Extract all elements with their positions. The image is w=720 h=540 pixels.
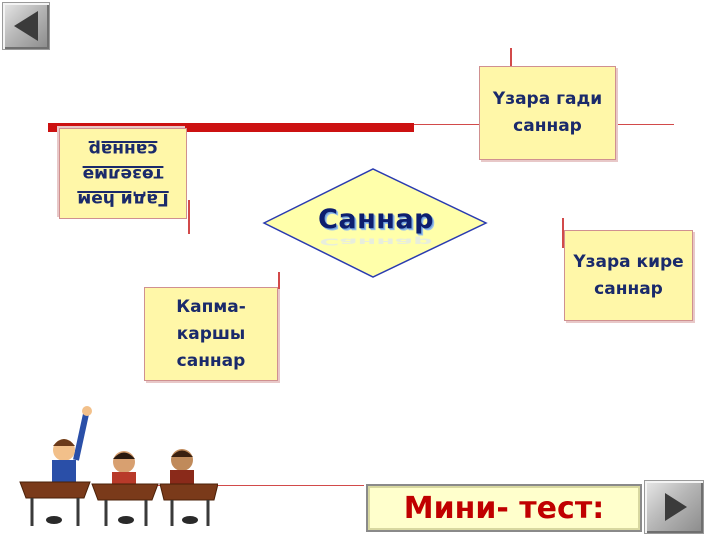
card-label: Үзара кире саннар [573, 251, 684, 299]
card-mutually-inverse-numbers[interactable]: Үзара кире саннар [564, 230, 693, 321]
card-label: Гади һәм төзелмә саннар [77, 139, 169, 209]
back-button[interactable] [2, 2, 50, 50]
mini-test-button[interactable]: Мини- тест: [366, 484, 642, 532]
card-opposite-numbers[interactable]: Капма- каршы саннар [144, 287, 278, 381]
student-sitting [170, 449, 194, 486]
card-mutually-simple-numbers[interactable]: Үзара гади саннар [479, 66, 616, 160]
center-diamond [262, 168, 488, 278]
connector-line [278, 272, 280, 302]
red-divider-bar [48, 123, 414, 132]
card-label: Үзара гади саннар [492, 89, 603, 136]
connector-line [188, 200, 190, 234]
center-title: Саннар [318, 204, 434, 235]
triangle-right-icon [665, 493, 687, 521]
next-button[interactable] [644, 480, 704, 534]
triangle-left-icon [14, 11, 38, 41]
card-simple-and-compound-numbers[interactable]: Гади һәм төзелмә саннар [59, 128, 187, 219]
mini-test-label: Мини- тест: [403, 490, 605, 526]
connector-line [150, 485, 364, 486]
title-reflection: Саннар [319, 236, 433, 247]
students-illustration [19, 406, 218, 526]
student-raising-hand [52, 406, 92, 484]
connector-line [562, 218, 564, 248]
student-sleeping [112, 451, 136, 486]
card-label: Капма- каршы саннар [176, 296, 246, 371]
